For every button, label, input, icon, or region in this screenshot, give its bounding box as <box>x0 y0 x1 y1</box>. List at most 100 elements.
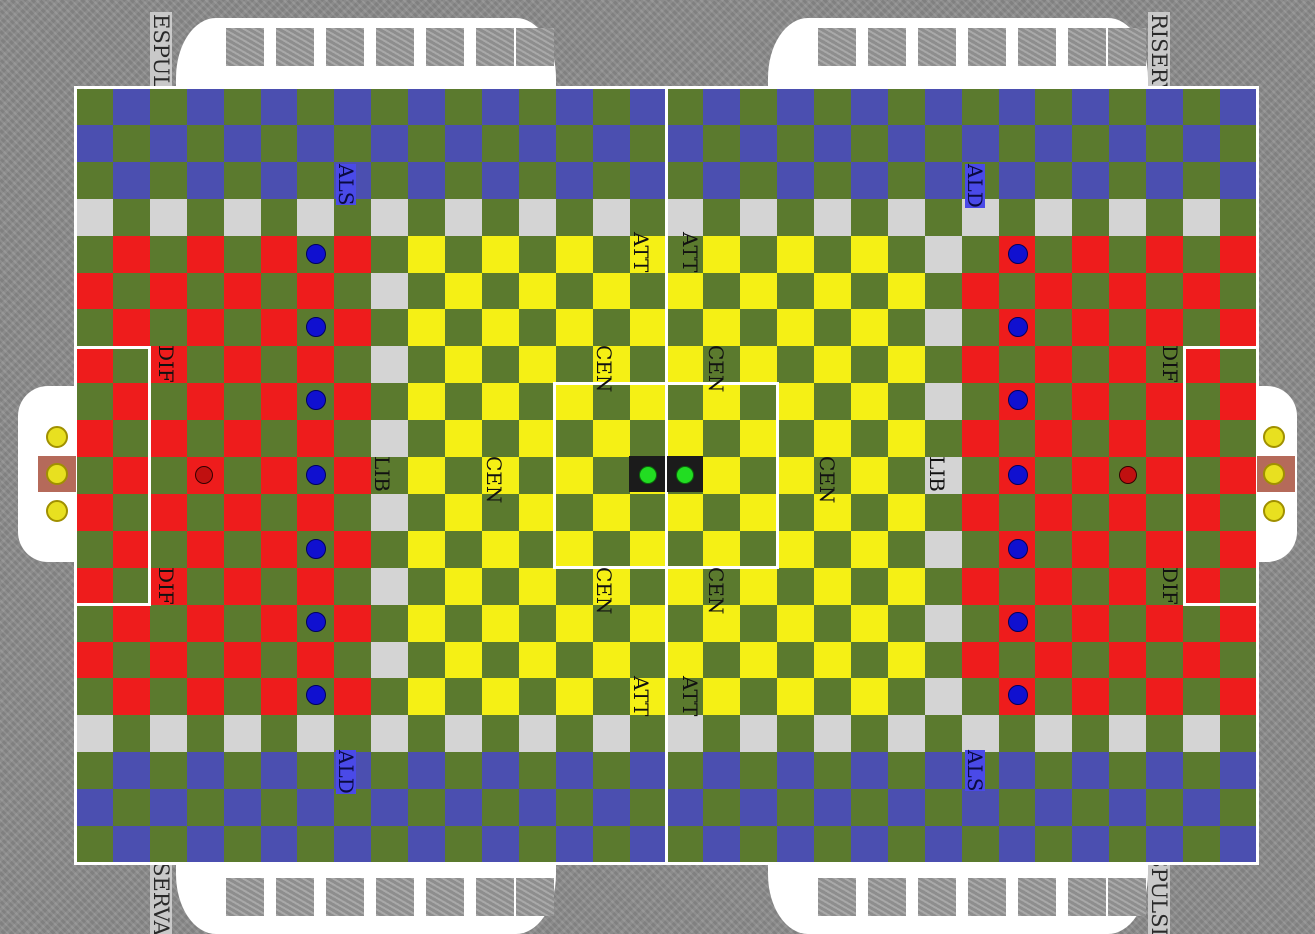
board-cell[interactable] <box>76 715 113 752</box>
board-cell[interactable] <box>371 383 408 420</box>
board-cell[interactable] <box>740 531 777 568</box>
board-cell[interactable] <box>482 309 519 346</box>
board-cell[interactable] <box>371 789 408 826</box>
board-cell[interactable] <box>1220 383 1257 420</box>
board-cell[interactable] <box>408 273 445 310</box>
board-cell[interactable] <box>888 457 925 494</box>
board-cell[interactable] <box>371 236 408 273</box>
board-cell[interactable] <box>1183 199 1220 236</box>
board-cell[interactable] <box>593 494 630 531</box>
board-cell[interactable] <box>1072 457 1109 494</box>
board-cell[interactable] <box>113 789 150 826</box>
board-cell[interactable] <box>1035 826 1072 863</box>
board-cell[interactable] <box>814 420 851 457</box>
board-cell[interactable] <box>814 789 851 826</box>
board-cell[interactable] <box>630 309 667 346</box>
board-cell[interactable] <box>666 346 703 383</box>
board-cell[interactable] <box>851 383 888 420</box>
board-cell[interactable] <box>888 199 925 236</box>
board-cell[interactable] <box>371 531 408 568</box>
board-cell[interactable] <box>740 420 777 457</box>
board-cell[interactable] <box>593 162 630 199</box>
board-cell[interactable] <box>371 88 408 125</box>
board-cell[interactable] <box>666 715 703 752</box>
defender-dot[interactable] <box>1008 539 1028 559</box>
defender-dot[interactable] <box>306 685 326 705</box>
board-cell[interactable] <box>482 346 519 383</box>
defender-dot[interactable] <box>306 612 326 632</box>
board-cell[interactable] <box>925 383 962 420</box>
board-cell[interactable] <box>593 88 630 125</box>
board-cell[interactable] <box>334 494 371 531</box>
board-cell[interactable] <box>1220 789 1257 826</box>
board-cell[interactable] <box>888 383 925 420</box>
board-cell[interactable] <box>851 273 888 310</box>
board-cell[interactable] <box>187 789 224 826</box>
board-cell[interactable] <box>76 199 113 236</box>
board-cell[interactable] <box>703 678 740 715</box>
board-cell[interactable] <box>703 531 740 568</box>
board-cell[interactable] <box>630 162 667 199</box>
board-cell[interactable] <box>113 457 150 494</box>
board-cell[interactable] <box>519 125 556 162</box>
board-cell[interactable] <box>593 642 630 679</box>
board-cell[interactable] <box>1220 88 1257 125</box>
board-cell[interactable] <box>999 789 1036 826</box>
board-cell[interactable] <box>1035 162 1072 199</box>
board-cell[interactable] <box>814 199 851 236</box>
board-cell[interactable] <box>1183 715 1220 752</box>
board-cell[interactable] <box>1072 125 1109 162</box>
board-cell[interactable] <box>76 642 113 679</box>
board-cell[interactable] <box>777 605 814 642</box>
board-cell[interactable] <box>630 826 667 863</box>
board-cell[interactable] <box>482 199 519 236</box>
board-cell[interactable] <box>740 789 777 826</box>
board-cell[interactable] <box>113 346 150 383</box>
board-cell[interactable] <box>76 236 113 273</box>
board-cell[interactable] <box>1035 605 1072 642</box>
board-cell[interactable] <box>519 605 556 642</box>
board-cell[interactable] <box>1072 494 1109 531</box>
red-marker[interactable] <box>195 466 213 484</box>
board-cell[interactable] <box>962 273 999 310</box>
board-cell[interactable] <box>851 125 888 162</box>
board-cell[interactable] <box>1109 715 1146 752</box>
board-cell[interactable] <box>482 826 519 863</box>
board-cell[interactable] <box>740 457 777 494</box>
board-cell[interactable] <box>482 715 519 752</box>
board-cell[interactable] <box>630 273 667 310</box>
board-cell[interactable] <box>666 494 703 531</box>
board-cell[interactable] <box>1035 642 1072 679</box>
board-cell[interactable] <box>851 605 888 642</box>
board-cell[interactable] <box>224 88 261 125</box>
board-cell[interactable] <box>666 199 703 236</box>
board-cell[interactable] <box>297 752 334 789</box>
board-cell[interactable] <box>187 605 224 642</box>
board-cell[interactable] <box>482 88 519 125</box>
board-cell[interactable] <box>445 494 482 531</box>
board-cell[interactable] <box>371 309 408 346</box>
board-cell[interactable] <box>888 826 925 863</box>
board-cell[interactable] <box>519 346 556 383</box>
board-cell[interactable] <box>519 494 556 531</box>
board-cell[interactable] <box>1109 125 1146 162</box>
board-cell[interactable] <box>261 457 298 494</box>
board-cell[interactable] <box>1072 826 1109 863</box>
board-cell[interactable] <box>371 273 408 310</box>
board-cell[interactable] <box>593 826 630 863</box>
board-cell[interactable] <box>261 715 298 752</box>
board-cell[interactable] <box>1109 568 1146 605</box>
board-cell[interactable] <box>593 752 630 789</box>
board-cell[interactable] <box>814 568 851 605</box>
board-cell[interactable] <box>187 642 224 679</box>
board-cell[interactable] <box>150 383 187 420</box>
board-cell[interactable] <box>740 752 777 789</box>
board-cell[interactable] <box>777 346 814 383</box>
board-cell[interactable] <box>962 531 999 568</box>
board-cell[interactable] <box>113 568 150 605</box>
board-cell[interactable] <box>666 531 703 568</box>
board-cell[interactable] <box>666 789 703 826</box>
board-cell[interactable] <box>482 531 519 568</box>
board-cell[interactable] <box>1183 678 1220 715</box>
board-cell[interactable] <box>740 88 777 125</box>
